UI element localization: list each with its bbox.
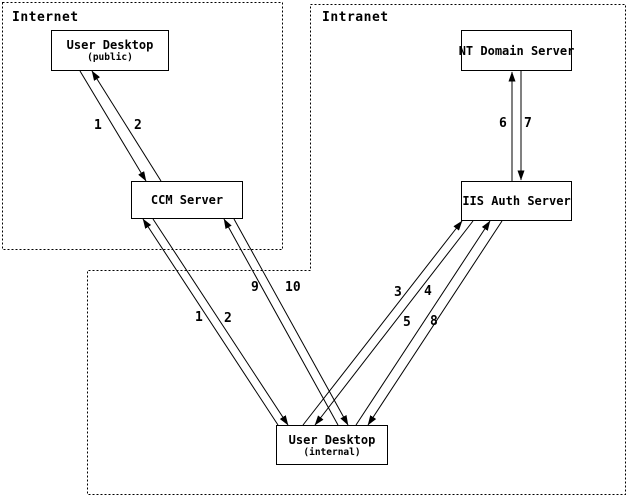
node-label: User Desktop	[288, 432, 376, 447]
internet-region-label: Internet	[12, 10, 79, 25]
edge-label-4: 4	[424, 284, 432, 299]
node-label: IIS Auth Server	[462, 194, 571, 208]
edge-line-9-internal-to-ccm	[223, 218, 339, 426]
edge-label-1-internal: 1	[195, 310, 203, 325]
edge-line-5-internal-to-iis	[355, 220, 491, 426]
edge-label-2-internal: 2	[224, 311, 232, 326]
node-iis-auth-server: IIS Auth Server	[461, 181, 572, 221]
node-sublabel: (public)	[87, 52, 133, 63]
edge-label-3: 3	[394, 285, 402, 300]
edge-line-2-ccm-to-internal	[152, 218, 289, 426]
node-ccm-server: CCM Server	[131, 181, 243, 219]
node-label: CCM Server	[150, 193, 224, 207]
intranet-boundary	[87, 4, 626, 495]
edge-line-1-internal-to-ccm	[142, 218, 279, 426]
edge-label-7: 7	[524, 116, 532, 131]
node-user-desktop-public: User Desktop (public)	[51, 30, 169, 71]
edge-line-4-iis-to-internal	[314, 220, 474, 426]
node-label: NT Domain Server	[458, 43, 575, 58]
intranet-region-label: Intranet	[322, 10, 389, 25]
node-user-desktop-internal: User Desktop (internal)	[276, 425, 388, 465]
edge-label-5: 5	[403, 315, 411, 330]
edge-label-9: 9	[251, 280, 259, 295]
node-label: User Desktop	[66, 38, 154, 52]
edge-line-10-ccm-to-internal	[233, 218, 349, 426]
edge-label-1-public: 1	[94, 118, 102, 133]
edge-line-3-internal-to-iis	[302, 220, 463, 426]
edge-label-2-public: 2	[134, 118, 142, 133]
edge-label-6: 6	[499, 116, 507, 131]
internet-boundary	[2, 2, 283, 250]
edge-line-8-iis-to-internal	[367, 220, 503, 426]
edge-line-1-public-to-ccm	[79, 70, 147, 182]
edge-line-2-ccm-to-public	[91, 70, 162, 182]
edge-label-10: 10	[285, 280, 301, 295]
node-nt-domain-server: NT Domain Server	[458, 30, 575, 71]
edge-label-8: 8	[430, 314, 438, 329]
node-sublabel: (internal)	[303, 446, 361, 458]
